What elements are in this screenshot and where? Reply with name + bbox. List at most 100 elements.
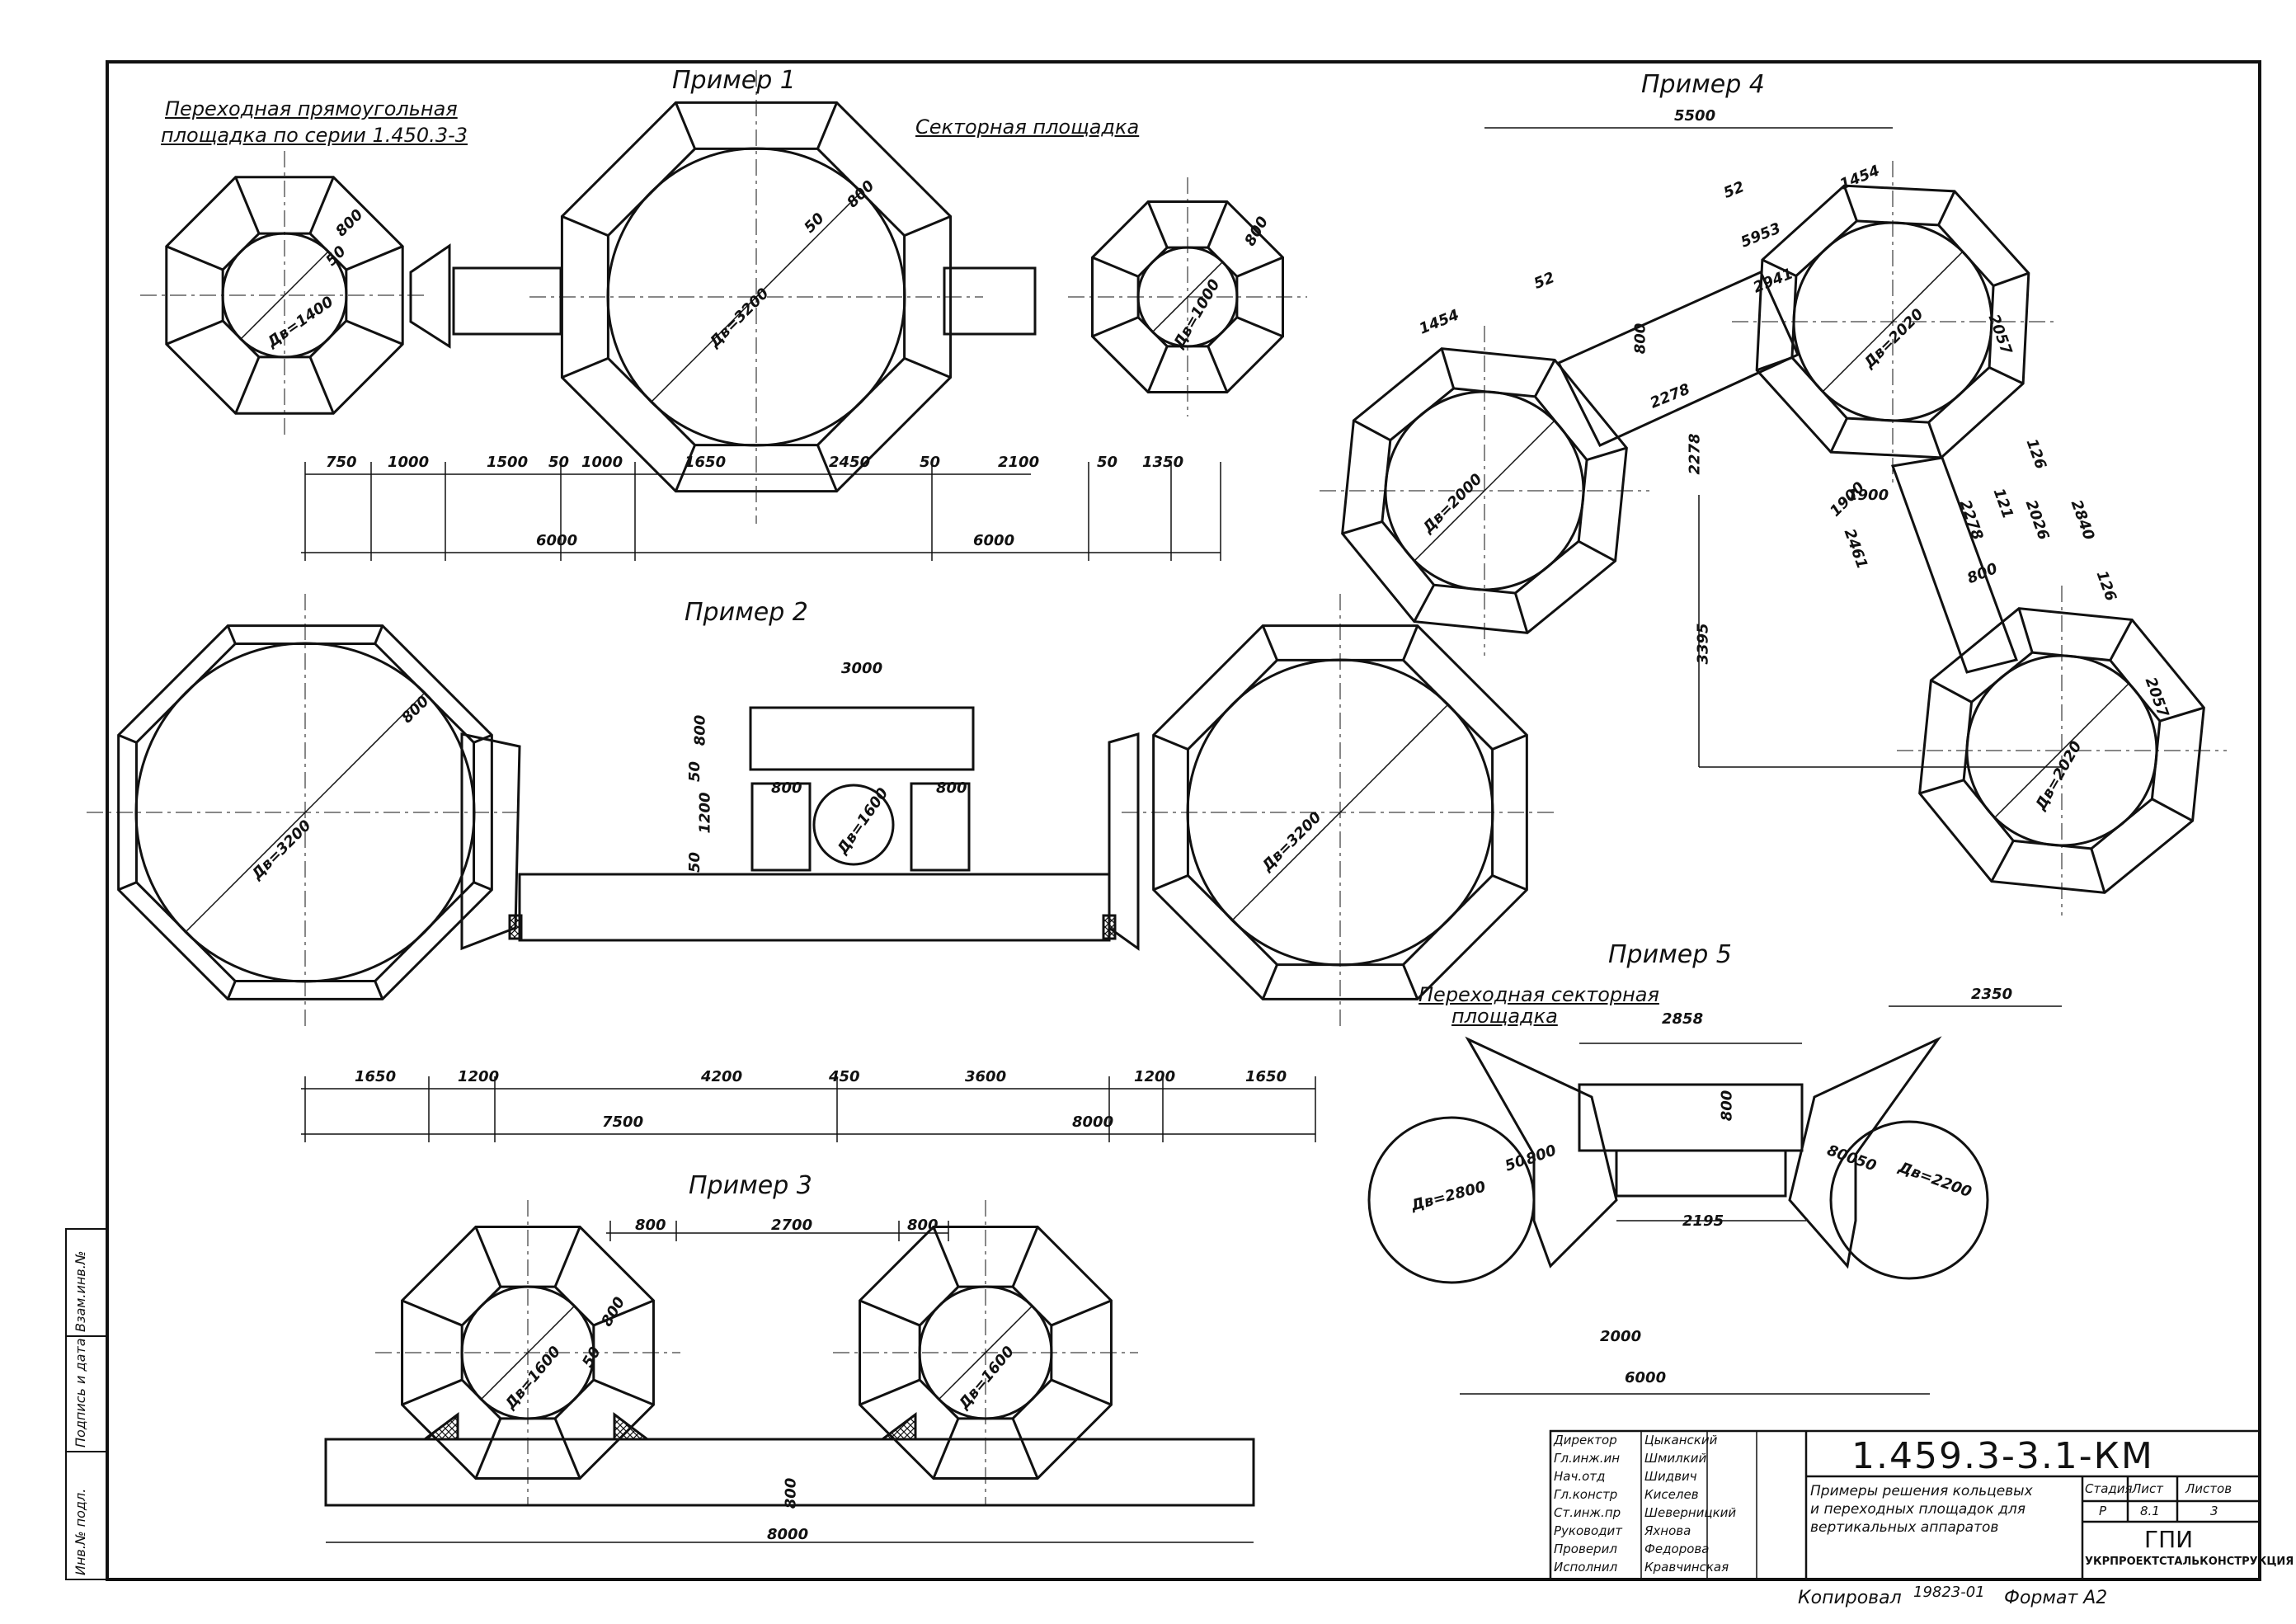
ex1-dim-1: 1000 [388, 454, 430, 471]
ex5-dim-1: 800 [1718, 1090, 1736, 1122]
ex2-dim-0: 1650 [355, 1068, 397, 1085]
ex4-dim-23: 2350 [1971, 986, 2013, 1003]
tb-name-0: Цыканский [1644, 1433, 1718, 1447]
ex1-dim-2: 1500 [487, 454, 529, 471]
ex3-hatch-1 [421, 1412, 459, 1441]
ex2-top-3: 1200 [696, 792, 714, 834]
binding-strip [65, 1228, 108, 1580]
example-5-title: Пример 5 [1608, 940, 1732, 969]
tb-name-6: Федорова [1644, 1542, 1710, 1556]
sheets-value: 3 [2210, 1504, 2218, 1518]
ex5-sector-left [1465, 1036, 1618, 1269]
ex5-dim-0: 2858 [1662, 1010, 1704, 1028]
ex2-dim-6: 1650 [1245, 1068, 1287, 1085]
tb-role-7: Исполнил [1554, 1560, 1618, 1575]
ex2-small-right [910, 782, 971, 872]
example-1-title: Пример 1 [672, 66, 796, 95]
note-transition-sector-2: площадка [1451, 1005, 1558, 1028]
description-line-2: и переходных площадок для [1810, 1501, 2025, 1518]
ex2-total-0: 7500 [602, 1113, 644, 1131]
ex3-hatch-3 [878, 1412, 917, 1441]
ex4-bridge-2 [1890, 456, 2018, 674]
ex1-dim-8: 2100 [998, 454, 1040, 471]
footer-format: Формат А2 [2004, 1588, 2108, 1608]
ex1-dim-10: 1350 [1142, 454, 1184, 471]
sheets-header: Листов [2185, 1481, 2232, 1496]
ex2-top-0: 3000 [841, 660, 883, 677]
ex2-hatch-left [508, 914, 523, 940]
ex1-dim-5: 1650 [685, 454, 727, 471]
title-block-frame [1549, 1429, 2261, 1581]
description-line-3: вертикальных аппаратов [1810, 1519, 1999, 1536]
tb-name-1: Шмилкий [1644, 1451, 1707, 1466]
org-name: ГПИ [2144, 1526, 2194, 1553]
ex1-dim-6: 2450 [829, 454, 871, 471]
ex1-dim-7: 50 [920, 454, 941, 471]
ex5-top-platform [1578, 1083, 1804, 1152]
stage-header: Стадия [2085, 1481, 2133, 1496]
ex3-top-1: 2700 [771, 1217, 813, 1234]
ex2-long-platform [518, 873, 1111, 942]
ex1-dim-9: 50 [1097, 454, 1118, 471]
ex2-top-6: 800 [936, 779, 967, 797]
ex2-dim-2: 4200 [701, 1068, 743, 1085]
tb-role-1: Гл.инж.ин [1554, 1451, 1621, 1466]
note-transition-rect-1: Переходная прямоугольная [165, 97, 458, 120]
ex4-dim-8: 800 [1631, 322, 1649, 355]
sidebar-inv: Инв.№ подл. [73, 1488, 88, 1575]
tb-role-6: Проверил [1554, 1542, 1617, 1556]
ex1-rect-platform-2 [943, 266, 1037, 336]
sheet-header: Лист [2132, 1481, 2164, 1496]
ex2-dim-5: 1200 [1134, 1068, 1176, 1085]
ex1-total-1: 6000 [973, 532, 1015, 549]
ex1-total-0: 6000 [536, 532, 578, 549]
ex2-total-1: 8000 [1072, 1113, 1114, 1131]
ex2-top-1: 800 [691, 714, 709, 746]
ex1-rect-platform-1 [452, 266, 562, 336]
note-transition-rect-2: площадка по серии 1.450.3-3 [161, 124, 468, 147]
ex5-vessel-right [1829, 1120, 1989, 1280]
tb-name-5: Яхнова [1644, 1523, 1691, 1538]
ex3-misc-2: 800 [782, 1477, 800, 1509]
tb-name-4: Шеверницкий [1644, 1505, 1737, 1520]
tb-role-3: Гл.констр [1554, 1487, 1618, 1502]
ex5-sector-right [1788, 1036, 1942, 1269]
stage-value: Р [2099, 1504, 2107, 1518]
ex4-bridge-1 [1556, 271, 1800, 447]
ex3-top-0: 800 [635, 1217, 666, 1234]
description-line-1: Примеры решения кольцевых [1810, 1483, 2033, 1499]
ex2-dim-4: 3600 [965, 1068, 1007, 1085]
tb-name-7: Кравчинская [1644, 1560, 1729, 1575]
ex2-hatch-right [1102, 914, 1117, 940]
ex2-top-5: 800 [771, 779, 802, 797]
ex1-transition-left [409, 243, 451, 349]
ex5-dim-4: 6000 [1625, 1369, 1667, 1386]
ex2-top-4: 50 [686, 851, 704, 873]
ex2-dim-3: 450 [829, 1068, 860, 1085]
tb-role-0: Директор [1554, 1433, 1617, 1447]
ex3-top-2: 800 [907, 1217, 939, 1234]
ex1-dim-3: 50 [548, 454, 570, 471]
ex3-hatch-2 [613, 1412, 652, 1441]
note-sector-platform: Секторная площадка [915, 115, 1140, 139]
ex2-top-2: 50 [686, 760, 704, 783]
ex2-small-left [750, 782, 812, 872]
example-4-title: Пример 4 [1641, 70, 1765, 99]
tb-role-2: Нач.отд [1554, 1469, 1606, 1484]
ex2-transition-right [1108, 732, 1140, 951]
ex4-dim-9: 2278 [1686, 433, 1704, 475]
footer-number: 19823-01 [1913, 1584, 1985, 1601]
tb-role-4: Ст.инж.пр [1554, 1505, 1621, 1520]
example-3-title: Пример 3 [689, 1171, 812, 1200]
ex3-bottom-0: 8000 [767, 1526, 809, 1543]
ex2-center-vessel [812, 784, 895, 866]
ex5-dim-2: 2195 [1682, 1212, 1724, 1230]
ex1-ring-large-vessel [606, 147, 906, 447]
tb-name-3: Киселев [1644, 1487, 1699, 1502]
ex1-dim-4: 1000 [581, 454, 623, 471]
footer-copied: Копировал [1798, 1588, 1902, 1608]
example-2-title: Пример 2 [685, 598, 808, 627]
ex2-top-platform [749, 706, 975, 771]
